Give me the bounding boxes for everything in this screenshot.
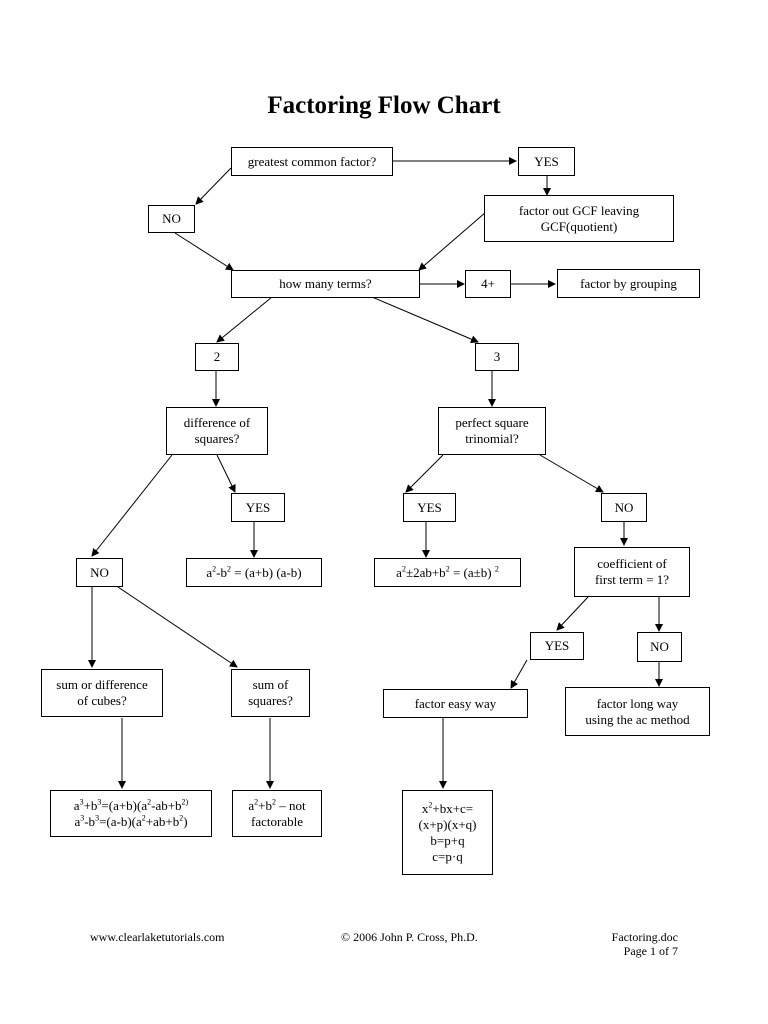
yes-pst-box: YES	[403, 493, 456, 522]
perfect-square-trinomial-question-box: perfect square trinomial?	[438, 407, 546, 455]
cubes-formula-box: a3+b3=(a+b)(a2-ab+b2) a3-b3=(a-b)(a2+ab+…	[50, 790, 212, 837]
two-terms-box: 2	[195, 343, 239, 371]
terms-question-box: how many terms?	[231, 270, 420, 298]
arrow-terms-to-2	[216, 296, 273, 343]
difference-of-squares-formula-box: a2-b2 = (a+b) (a-b)	[186, 558, 322, 587]
arrow-diff-sq-to-yes	[216, 454, 236, 493]
arrow-gcf-to-no	[195, 167, 232, 205]
footer-page-number: Page 1 of 7	[623, 944, 678, 958]
gcf-question-box: greatest common factor?	[231, 147, 393, 176]
arrow-coef-to-yes	[556, 596, 589, 631]
no-gcf-box: NO	[148, 205, 195, 233]
arrow-terms-to-3	[371, 296, 479, 343]
yes-gcf-box: YES	[518, 147, 575, 176]
footer-website: www.clearlaketutorials.com	[90, 930, 225, 944]
sum-of-squares-formula-box: a2+b2 – not factorable	[232, 790, 322, 837]
factor-long-way-box: factor long way using the ac method	[565, 687, 710, 736]
no-coefficient-box: NO	[637, 632, 682, 662]
page-title: Factoring Flow Chart	[267, 92, 501, 119]
factor-gcf-box: factor out GCF leaving GCF(quotient)	[484, 195, 674, 242]
arrow-no-ds-to-sum-sq	[117, 586, 238, 668]
arrow-diff-sq-to-no	[91, 454, 173, 557]
footer-copyright: © 2006 John P. Cross, Ph.D.	[341, 930, 478, 944]
yes-coefficient-box: YES	[530, 632, 584, 660]
no-diff-squares-box: NO	[76, 558, 123, 587]
arrow-pst-to-yes	[405, 454, 444, 493]
factor-easy-way-box: factor easy way	[383, 689, 528, 718]
difference-of-squares-question-box: difference of squares?	[166, 407, 268, 455]
arrow-yes-coef-to-easy	[510, 659, 528, 689]
footer-document-name: Factoring.doc	[611, 930, 678, 944]
sum-or-difference-of-cubes-question-box: sum or difference of cubes?	[41, 669, 163, 717]
perfect-square-formula-box: a2±2ab+b2 = (a±b) 2	[374, 558, 521, 587]
no-pst-box: NO	[601, 493, 647, 522]
three-terms-box: 3	[475, 343, 519, 371]
easy-way-formula-box: x2+bx+c= (x+p)(x+q) b=p+q c=p·q	[402, 790, 493, 875]
arrow-factor-gcf-to-terms	[418, 211, 487, 271]
arrow-no-to-terms	[174, 232, 234, 271]
sum-of-squares-question-box: sum of squares?	[231, 669, 310, 717]
arrow-pst-to-no	[539, 454, 604, 493]
four-plus-box: 4+	[465, 270, 511, 298]
factor-by-grouping-box: factor by grouping	[557, 269, 700, 298]
yes-diff-squares-box: YES	[231, 493, 285, 522]
coefficient-question-box: coefficient of first term = 1?	[574, 547, 690, 597]
